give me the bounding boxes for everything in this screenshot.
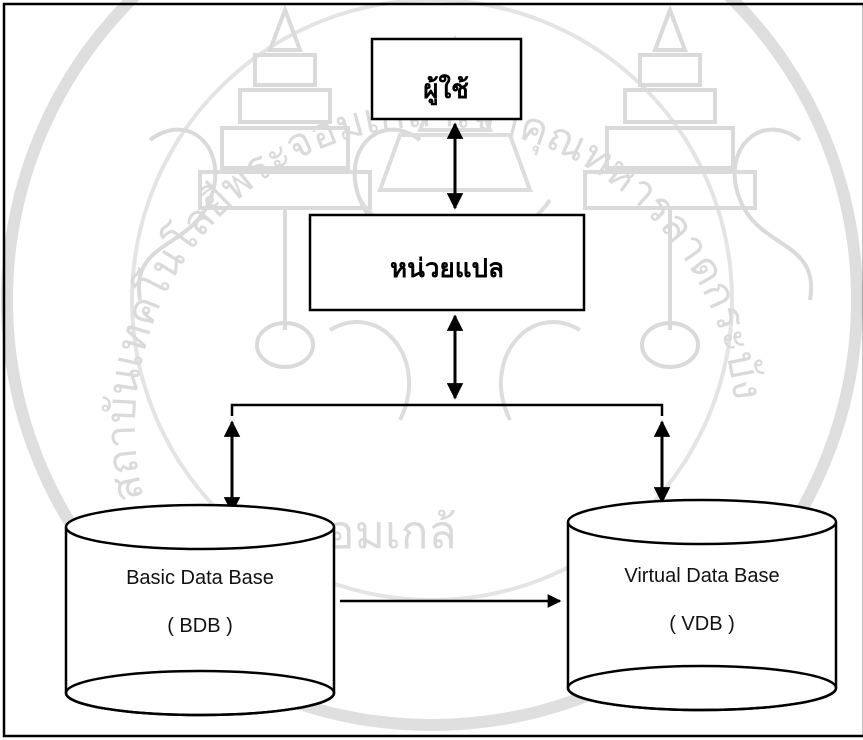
- virtual-db-name: Virtual Data Base: [624, 565, 779, 587]
- translator-label: หน่วยแปล: [390, 254, 504, 284]
- user-label: ผู้ใช้: [423, 74, 469, 106]
- virtual-database-cylinder: Virtual Data Base ( VDB ): [566, 498, 838, 712]
- translator-box: หน่วยแปล: [308, 213, 586, 312]
- virtual-db-abbr: ( VDB ): [669, 613, 735, 635]
- basic-db-abbr: ( BDB ): [167, 615, 233, 637]
- right-pagoda-watermark: [583, 4, 814, 369]
- user-box: ผู้ใช้: [370, 37, 523, 121]
- basic-database-cylinder: Basic Data Base ( BDB ): [64, 503, 336, 717]
- basic-db-name: Basic Data Base: [126, 567, 274, 589]
- connector-bus: [230, 403, 664, 416]
